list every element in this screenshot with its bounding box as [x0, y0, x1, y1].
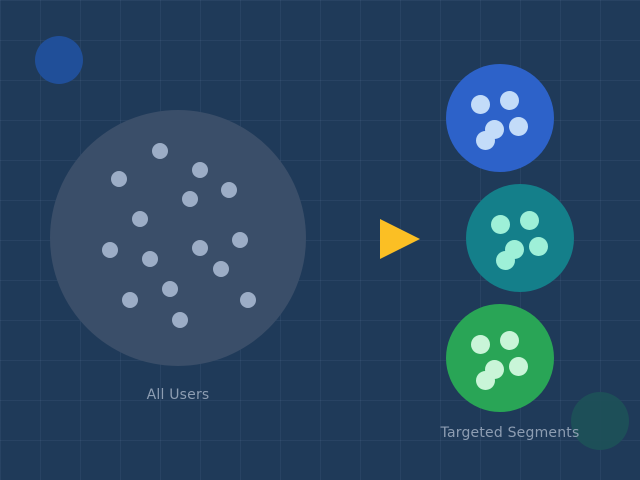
deco-circle-bottom-right [571, 392, 629, 450]
user-dot [192, 240, 208, 256]
triangle-right-icon [380, 219, 420, 259]
segment-circle-teal [466, 184, 574, 292]
segment-user-dot [528, 236, 548, 256]
user-dot [111, 171, 127, 187]
segment-user-dot [519, 210, 539, 230]
user-dot [102, 242, 118, 258]
all-users-label: All Users [146, 387, 210, 403]
user-dot [132, 211, 148, 227]
user-dot [232, 232, 248, 248]
user-dot [192, 162, 208, 178]
user-dot [162, 281, 178, 297]
segment-user-dot [508, 356, 528, 376]
segment-user-dot [508, 116, 528, 136]
user-dot [213, 261, 229, 277]
user-dot [142, 251, 158, 267]
segment-user-dot [499, 90, 519, 110]
user-dot [172, 312, 188, 328]
segment-user-dot [495, 250, 515, 270]
segment-circle-blue [446, 64, 554, 172]
segment-user-dot [470, 334, 490, 354]
user-dot [182, 191, 198, 207]
deco-circle-top-left [35, 36, 83, 84]
segment-user-dot [470, 94, 490, 114]
segment-user-dot [499, 330, 519, 350]
targeted-segments-label: Targeted Segments [440, 425, 580, 441]
user-dot [221, 182, 237, 198]
segment-user-dot [475, 370, 495, 390]
segment-user-dot [490, 214, 510, 234]
segment-circle-green [446, 304, 554, 412]
user-dot [152, 143, 168, 159]
user-dot [240, 292, 256, 308]
segment-user-dot [475, 130, 495, 150]
user-dot [122, 292, 138, 308]
